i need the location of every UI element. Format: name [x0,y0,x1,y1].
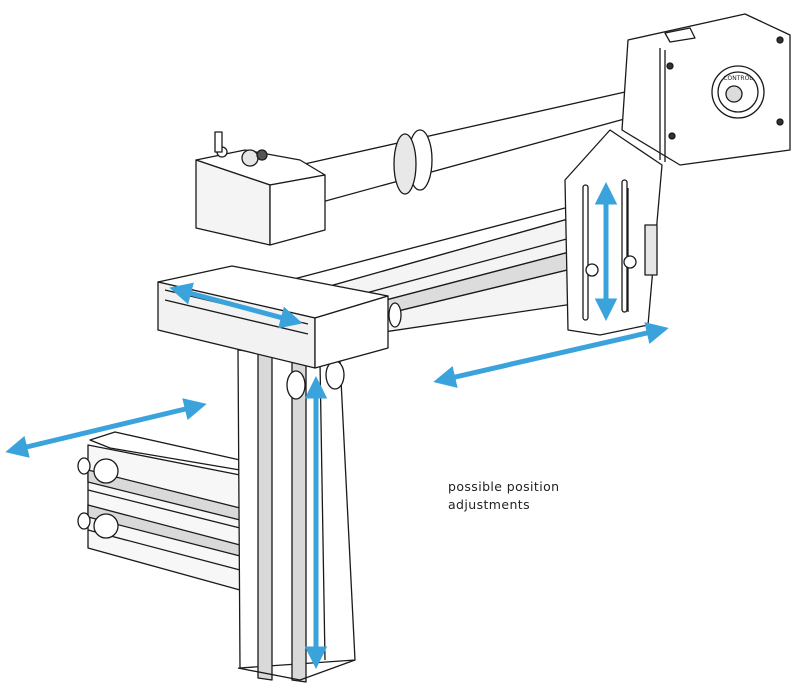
mount-bracket [564,129,663,336]
double-arrow-icon [433,322,669,388]
caption-line-2: adjustments [448,497,531,512]
double-arrow-icon [169,282,303,329]
caption: possible position adjustments [448,478,559,514]
vertical-post [237,349,356,683]
logo-text: CONTROL [723,75,753,82]
base-rail-left [77,431,241,591]
adjustment-arrows [5,182,669,669]
horizontal-rail [289,207,601,341]
control-unit-box [621,13,791,166]
sensor-head [195,131,326,246]
double-arrow-icon [5,398,207,458]
caption-line-1: possible position [448,479,560,494]
